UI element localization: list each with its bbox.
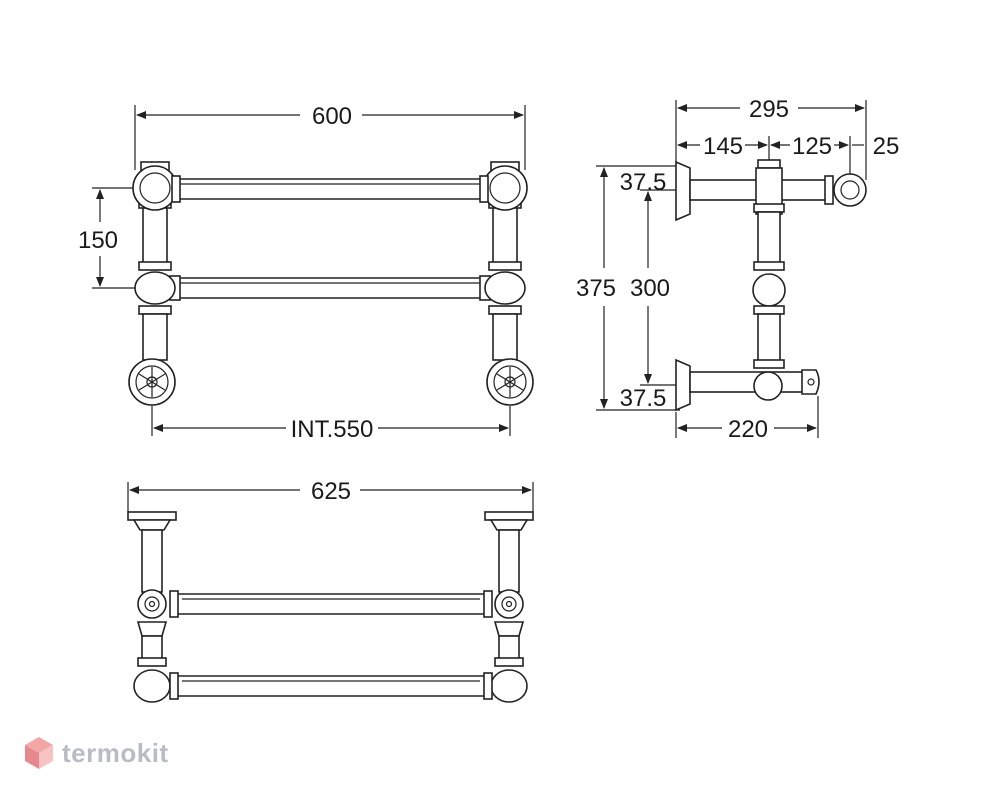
height-total-label: 375 bbox=[576, 275, 616, 302]
front-width-dimension: 600 bbox=[134, 103, 526, 170]
top-width-dimension: 625 bbox=[127, 478, 534, 512]
left-post bbox=[132, 161, 181, 361]
brand-logo[interactable]: termokit bbox=[24, 736, 169, 770]
lower-wall-flange bbox=[675, 358, 691, 412]
left-rosette bbox=[128, 358, 176, 406]
top-width-label: 625 bbox=[311, 478, 351, 505]
depth-total-dimension: 295 bbox=[675, 96, 867, 180]
depth-segment-2-label: 125 bbox=[792, 133, 832, 160]
bottom-depth-label: 220 bbox=[728, 416, 768, 443]
height-total-dimension: 375 bbox=[576, 165, 680, 411]
side-post bbox=[752, 159, 786, 369]
top-upper-rail bbox=[175, 593, 487, 615]
depth-segments-dimension: 145 125 25 bbox=[677, 133, 900, 180]
top-right-mount bbox=[484, 511, 534, 703]
lower-rail-end bbox=[801, 369, 820, 395]
height-inner-label: 300 bbox=[630, 275, 670, 302]
right-rosette bbox=[486, 358, 534, 406]
inner-width-dimension: INT.550 bbox=[151, 406, 511, 443]
bottom-depth-dimension: 220 bbox=[675, 396, 819, 443]
front-view: 600 150 bbox=[78, 103, 534, 443]
side-view: 295 145 125 25 375 bbox=[576, 96, 899, 443]
depth-segment-3-label: 25 bbox=[873, 133, 900, 160]
top-lower-rail bbox=[173, 675, 489, 697]
brand-name: termokit bbox=[62, 737, 169, 768]
depth-segment-1-label: 145 bbox=[703, 133, 743, 160]
upper-rail bbox=[171, 178, 489, 200]
front-width-label: 600 bbox=[312, 103, 352, 130]
rail-spacing-dimension: 150 bbox=[78, 187, 135, 289]
bottom-offset-label: 37.5 bbox=[620, 385, 667, 412]
top-left-mount bbox=[127, 511, 177, 703]
upper-rail-end bbox=[833, 173, 867, 207]
top-offset-label: 37.5 bbox=[620, 169, 667, 196]
height-inner-dimension: 300 bbox=[630, 189, 680, 386]
upper-wall-flange bbox=[675, 160, 691, 222]
right-post bbox=[479, 161, 528, 361]
top-view: 625 bbox=[127, 478, 534, 703]
hexagon-cube-icon bbox=[25, 737, 53, 769]
depth-total-label: 295 bbox=[749, 96, 789, 123]
lower-rail bbox=[171, 277, 489, 299]
inner-width-label: INT.550 bbox=[291, 416, 374, 443]
rail-spacing-label: 150 bbox=[78, 227, 118, 254]
lower-arm bbox=[689, 371, 809, 393]
